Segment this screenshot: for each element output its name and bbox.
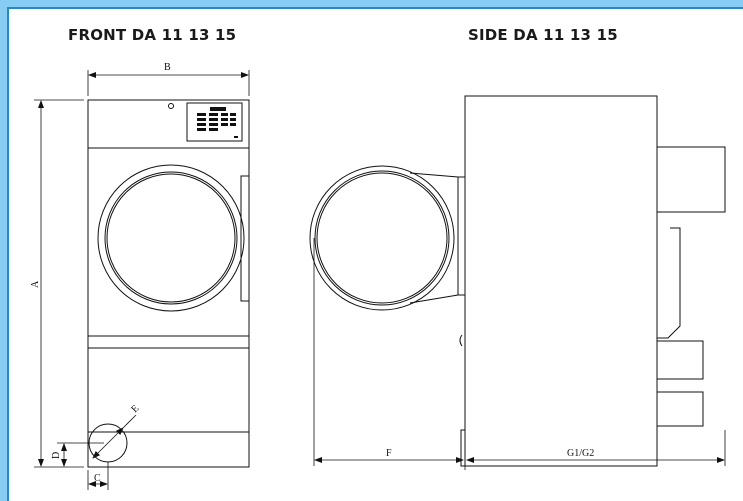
front-view [87,99,250,468]
front-control-panel [186,102,243,142]
front-view-title: FRONT DA 11 13 15 [68,26,237,44]
side-dimensions [313,238,726,470]
side-view [309,95,726,467]
drawing-frame [7,7,743,501]
dimension-e-label: E [129,403,141,415]
side-door [309,165,459,311]
dimension-a-label: A [30,280,41,288]
dimension-g-label: G1/G2 [567,448,594,459]
dimension-f-label: F [386,448,392,459]
side-rear-bracket [657,227,681,339]
dimension-e-line [92,427,124,459]
control-panel-buttons [197,107,238,138]
indicator-light-icon [168,103,174,109]
dimension-b-label: B [164,62,171,73]
front-machine-body [87,99,250,468]
dimension-d-label: D [51,452,62,459]
side-foot [460,429,466,467]
side-door-latch [459,334,463,347]
front-dimensions [34,70,250,490]
side-rear-box-lower [656,391,704,427]
side-rear-box-upper [656,340,704,380]
front-door [97,164,245,312]
front-door-frame [240,175,250,302]
side-view-title: SIDE DA 11 13 15 [468,26,618,44]
side-rear-duct [657,146,726,213]
side-cabinet [464,95,658,467]
side-door-frame [457,176,466,296]
dimension-c-label: C [94,473,101,484]
